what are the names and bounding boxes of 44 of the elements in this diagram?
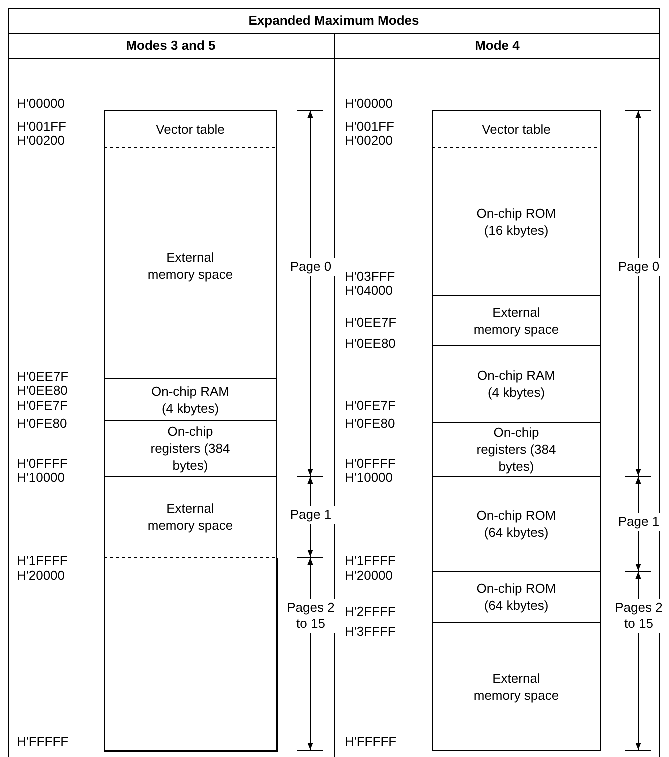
memory-region: On-chip registers (384 bytes) bbox=[105, 421, 276, 476]
memory-region: External memory space bbox=[105, 477, 276, 557]
address-label: H'0FE7F bbox=[345, 398, 396, 413]
memory-region: On-chip ROM (64 kbytes) bbox=[433, 572, 600, 622]
address-label: H'0FE80 bbox=[345, 416, 396, 431]
address-label: H'03FFF bbox=[345, 269, 396, 284]
memory-region: Vector table bbox=[433, 111, 600, 147]
memory-region: On-chip RAM (4 kbytes) bbox=[433, 346, 600, 422]
address-label: H'1FFFF bbox=[17, 553, 68, 568]
address-label: H'20000 bbox=[17, 568, 66, 583]
address-label: H'04000 bbox=[345, 283, 394, 298]
address-label: H'0FFFF bbox=[345, 456, 396, 471]
column-header: Mode 4 bbox=[474, 37, 521, 55]
address-label: H'001FF bbox=[345, 119, 394, 134]
address-label: H'0FE7F bbox=[17, 398, 68, 413]
address-label: H'10000 bbox=[345, 470, 394, 485]
memory-region: On-chip registers (384 bytes) bbox=[433, 423, 600, 476]
memory-region: Vector table bbox=[105, 111, 276, 147]
address-label: H'0EE80 bbox=[17, 383, 68, 398]
memory-region: On-chip ROM (64 kbytes) bbox=[433, 477, 600, 571]
address-label: H'00200 bbox=[17, 133, 66, 148]
address-label: H'00000 bbox=[345, 96, 394, 111]
address-label: H'FFFFF bbox=[17, 734, 69, 749]
address-label: H'1FFFF bbox=[345, 553, 396, 568]
address-label: H'001FF bbox=[17, 119, 66, 134]
address-label: H'10000 bbox=[17, 470, 66, 485]
address-label: H'FFFFF bbox=[345, 734, 397, 749]
memory-region: On-chip ROM (16 kbytes) bbox=[433, 148, 600, 295]
memory-region: External memory space bbox=[433, 296, 600, 345]
address-label: H'0EE80 bbox=[345, 336, 396, 351]
address-label: H'0EE7F bbox=[345, 315, 397, 330]
address-label: H'2FFFF bbox=[345, 604, 396, 619]
address-label: H'3FFFF bbox=[345, 624, 396, 639]
address-label: H'00200 bbox=[345, 133, 394, 148]
address-label: H'00000 bbox=[17, 96, 66, 111]
address-label: H'0FFFF bbox=[17, 456, 68, 471]
memory-region: External memory space bbox=[433, 623, 600, 750]
memory-region: On-chip RAM (4 kbytes) bbox=[105, 379, 276, 420]
address-label: H'20000 bbox=[345, 568, 394, 583]
address-label: H'0EE7F bbox=[17, 369, 69, 384]
table-title: Expanded Maximum Modes bbox=[248, 12, 420, 30]
memory-region bbox=[104, 558, 278, 752]
address-label: H'0FE80 bbox=[17, 416, 68, 431]
column-header: Modes 3 and 5 bbox=[125, 37, 217, 55]
